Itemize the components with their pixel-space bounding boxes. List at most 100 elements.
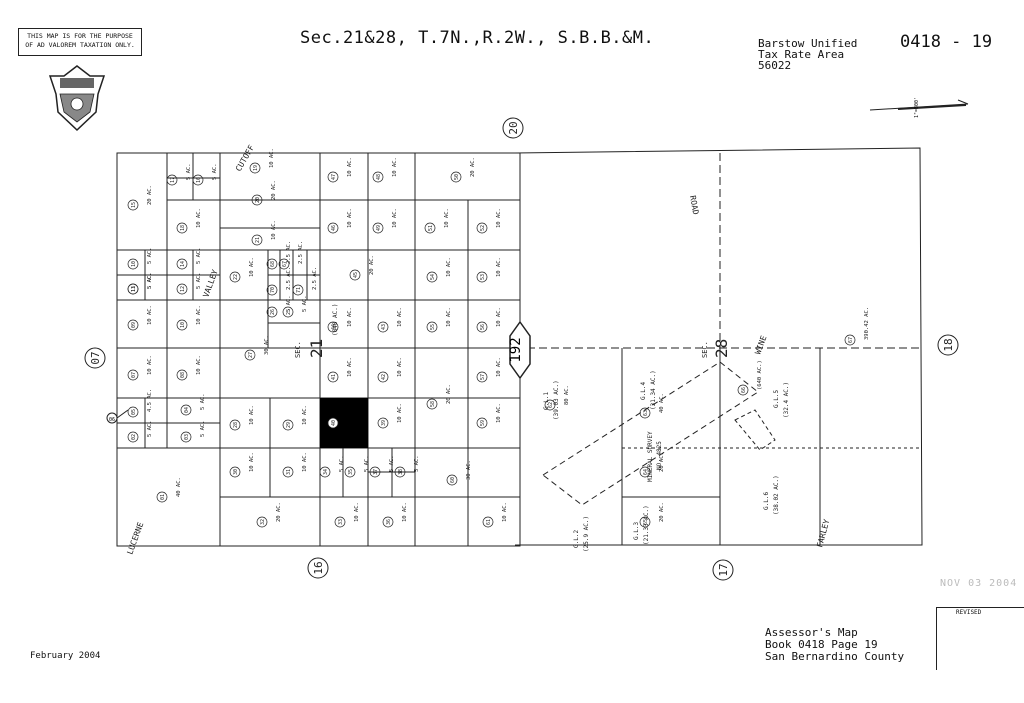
adjacent-page-07: 07	[84, 347, 106, 369]
parcel-number: 51	[428, 225, 434, 231]
parcel-number: 29	[286, 422, 292, 428]
parcel-number: 04	[184, 407, 190, 413]
parcel-number: 47	[331, 174, 337, 180]
parcel-number: 38	[398, 469, 404, 475]
parcel-area: 10 AC.	[354, 502, 360, 522]
parcel-area: 5 AC.	[200, 393, 206, 410]
route-192-shield: 192	[508, 320, 531, 380]
gov-lot-6-label: G.L.6	[763, 492, 770, 510]
parcel-area: 10 AC.	[302, 452, 308, 472]
parcel-area: 80 AC.	[564, 385, 570, 405]
parcel-number: 63	[643, 410, 649, 416]
parcel-number: 27	[248, 352, 254, 358]
svg-text:07: 07	[89, 351, 102, 364]
parcel-area: 20 AC.	[147, 185, 153, 205]
gov-lot-3-label: G.L.3	[633, 522, 640, 540]
scale-north-arrow: 1"=800'	[869, 97, 969, 118]
parcel-number: 56	[480, 324, 486, 330]
scale-label: 1"=800'	[914, 97, 920, 118]
parcel-area: 10 AC.	[196, 355, 202, 375]
parcel-area: 5 AC.	[186, 163, 192, 180]
parcel-number: 19	[253, 165, 259, 171]
parcel-area: 5 AC.	[147, 272, 153, 289]
parcel-area: 10 AC.	[392, 157, 398, 177]
parcel-area: 10 AC.	[347, 208, 353, 228]
parcel-number: 13	[131, 286, 137, 292]
parcel-number: 42	[381, 374, 387, 380]
parcel-number: 41	[331, 374, 337, 380]
parcel-area: 10 AC.	[249, 257, 255, 277]
parcel-area: 20 AC.	[659, 502, 665, 522]
revised-box	[936, 607, 1024, 670]
parcel-48: 48 10 AC.	[372, 157, 398, 183]
parcel-area: 10 AC.	[271, 220, 277, 240]
parcel-area: 10 AC.	[496, 257, 502, 277]
parcel-area: 2.5 AC.	[286, 267, 292, 290]
parcel-area: 30 AC.	[466, 460, 472, 480]
revision-stamp: NOV 03 2004	[940, 578, 1018, 589]
parcel-66: 66(640 AC.)	[737, 360, 763, 396]
assessor-line-3: San Bernardino County	[765, 650, 905, 663]
parcel-number: 37	[373, 469, 379, 475]
section-label-21-prefix: SEC.	[294, 341, 302, 358]
parcel-number: 67	[282, 261, 288, 267]
parcel-number: 26	[270, 309, 276, 315]
adjacent-page-18: 18	[937, 334, 959, 356]
parcel-number: 48	[376, 174, 382, 180]
parcel-number: 50	[454, 174, 460, 180]
parcel-area: 10 AC.	[496, 357, 502, 377]
parcel-area: 5 AC.	[147, 247, 153, 264]
parcel-number: 35	[348, 469, 354, 475]
parcel-number: 64	[643, 469, 649, 475]
parcel-area: 10 AC.	[249, 452, 255, 472]
parcel-number: 30	[233, 469, 239, 475]
map-date: February 2004	[30, 651, 101, 661]
parcel-number: 45	[353, 272, 359, 278]
parcel-number: 34	[323, 469, 329, 475]
adjacent-page-20: 20	[502, 117, 524, 139]
parcel-number: 07	[131, 372, 137, 378]
parcel-number: 14	[180, 261, 186, 267]
gov-lot-2-area: (25.9 AC.)	[583, 516, 590, 552]
parcel-area: 20 AC.	[659, 452, 665, 472]
parcel-number: 01	[160, 494, 166, 500]
parcel-number: 09	[131, 322, 137, 328]
parcel-area: 10 AC.	[496, 208, 502, 228]
parcel-area: 20 AC.	[470, 157, 476, 177]
parcel-area: (640 AC.)	[757, 360, 763, 390]
parcel-area: 20 AC.	[276, 502, 282, 522]
disclaimer-line-2: OF AD VALOREM TAXATION ONLY.	[25, 41, 135, 49]
parcel-number: 15	[131, 202, 137, 208]
parcel-number: 25	[286, 309, 292, 315]
svg-text:06: 06	[109, 417, 115, 423]
